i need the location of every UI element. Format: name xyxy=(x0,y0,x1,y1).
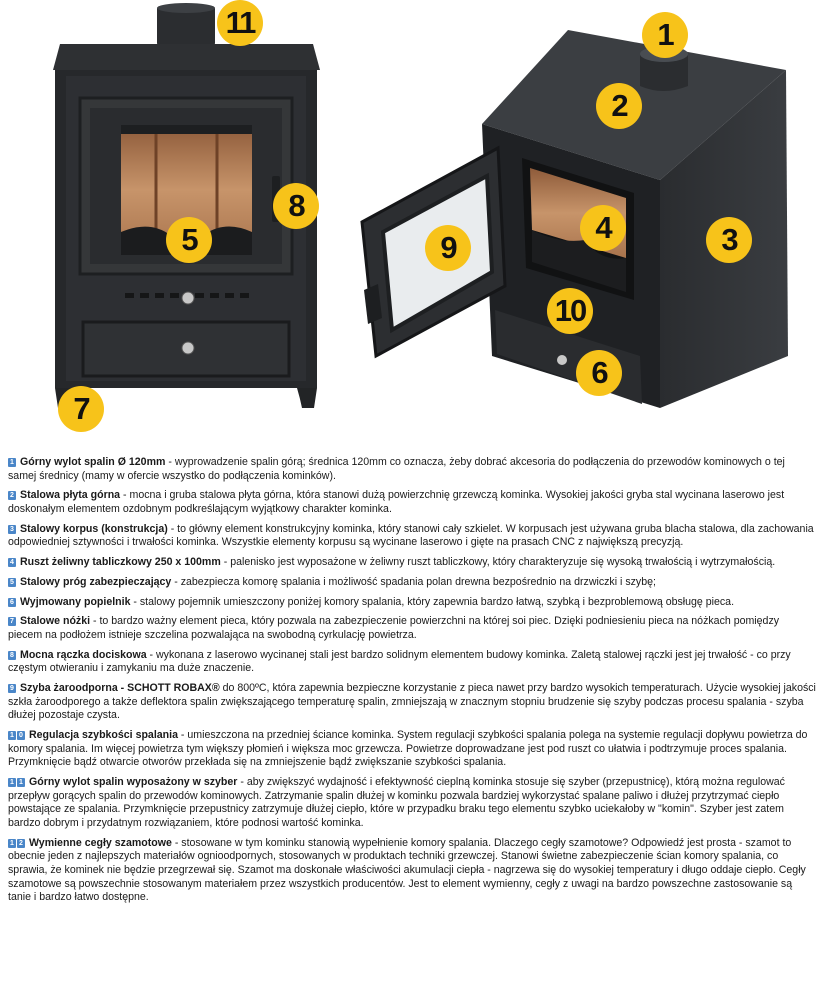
feature-term: Wyjmowany popielnik xyxy=(20,595,131,608)
feature-term: Stalowy próg zabezpieczający xyxy=(20,575,172,588)
feature-description: - zabezpiecza komorę spalania i możliwoś… xyxy=(171,575,656,588)
marker-3: 3 xyxy=(706,217,752,263)
number-badge-icon: 4 xyxy=(8,555,17,569)
feature-description: - palenisko jest wyposażone w żeliwny ru… xyxy=(220,556,776,569)
feature-description: - to główny element konstrukcyjny komink… xyxy=(8,522,814,549)
marker-6: 6 xyxy=(576,350,622,396)
feature-description: - wyprowadzenie spalin górą; średnica 12… xyxy=(8,456,785,482)
number-badge-icon: 5 xyxy=(8,575,17,589)
flue-pipe-front xyxy=(157,6,215,46)
feature-description: - stalowy pojemnik umieszczony poniżej k… xyxy=(130,595,735,608)
marker-7: 7 xyxy=(58,386,104,432)
marker-8: 8 xyxy=(273,183,319,229)
feature-description: - aby zwiększyć wydajność i efektywność … xyxy=(8,776,785,829)
feature-description: - stosowane w tym kominku stanowią wypeł… xyxy=(8,836,806,904)
ash-drawer-front xyxy=(81,320,291,378)
number-badge-icon: 7 xyxy=(8,614,17,628)
feature-term: Górny wylot spalin wyposażony w szyber xyxy=(29,776,238,789)
number-badge-icon: 1 xyxy=(8,455,17,469)
marker-2: 2 xyxy=(596,83,642,129)
marker-1: 1 xyxy=(642,12,688,58)
feature-term: Mocna rączka dociskowa xyxy=(20,648,147,661)
product-illustration: 11 8 5 7 1 2 3 9 4 10 6 xyxy=(0,0,822,440)
feature-term: Górny wylot spalin Ø 120mm xyxy=(20,456,166,468)
feature-description: - to bardzo ważny element pieca, który p… xyxy=(8,615,780,642)
marker-11: 11 xyxy=(217,0,263,46)
feature-description: - mocna i gruba stalowa płyta górna, któ… xyxy=(8,489,785,515)
feature-description: - umieszczona na przedniej ściance komin… xyxy=(8,729,808,769)
feature-description: do 800ºC, która zapewnia bezpieczne korz… xyxy=(8,682,816,722)
number-badge-icon: 9 xyxy=(8,681,17,695)
feature-term: Szyba żaroodporna - SCHOTT ROBAX® xyxy=(20,682,220,695)
marker-4: 4 xyxy=(580,205,626,251)
feature-term: Stalowa płyta górna xyxy=(20,489,121,502)
feature-term: Wymienne cegły szamotowe xyxy=(29,836,172,849)
number-badge-icon: 8 xyxy=(8,648,17,662)
number-badge-icon: 3 xyxy=(8,522,17,536)
feature-term: Ruszt żeliwny tabliczkowy 250 x 100mm xyxy=(20,556,221,569)
feature-term: Stalowy korpus (konstrukcja) xyxy=(20,522,168,535)
feature-term: Stalowe nóżki xyxy=(20,615,91,628)
stove-drawing xyxy=(53,3,788,408)
number-badge-icon: 2 xyxy=(8,488,17,502)
marker-10: 10 xyxy=(547,288,593,334)
top-plate-front xyxy=(53,44,320,70)
feature-term: Regulacja szybkości spalania xyxy=(29,729,178,742)
marker-9: 9 xyxy=(425,225,471,271)
feature-description: - wykonana z laserowo wycinanej stali je… xyxy=(8,648,791,675)
marker-5: 5 xyxy=(166,217,212,263)
front-stove xyxy=(53,3,320,408)
number-badge-icon: 6 xyxy=(8,595,17,609)
